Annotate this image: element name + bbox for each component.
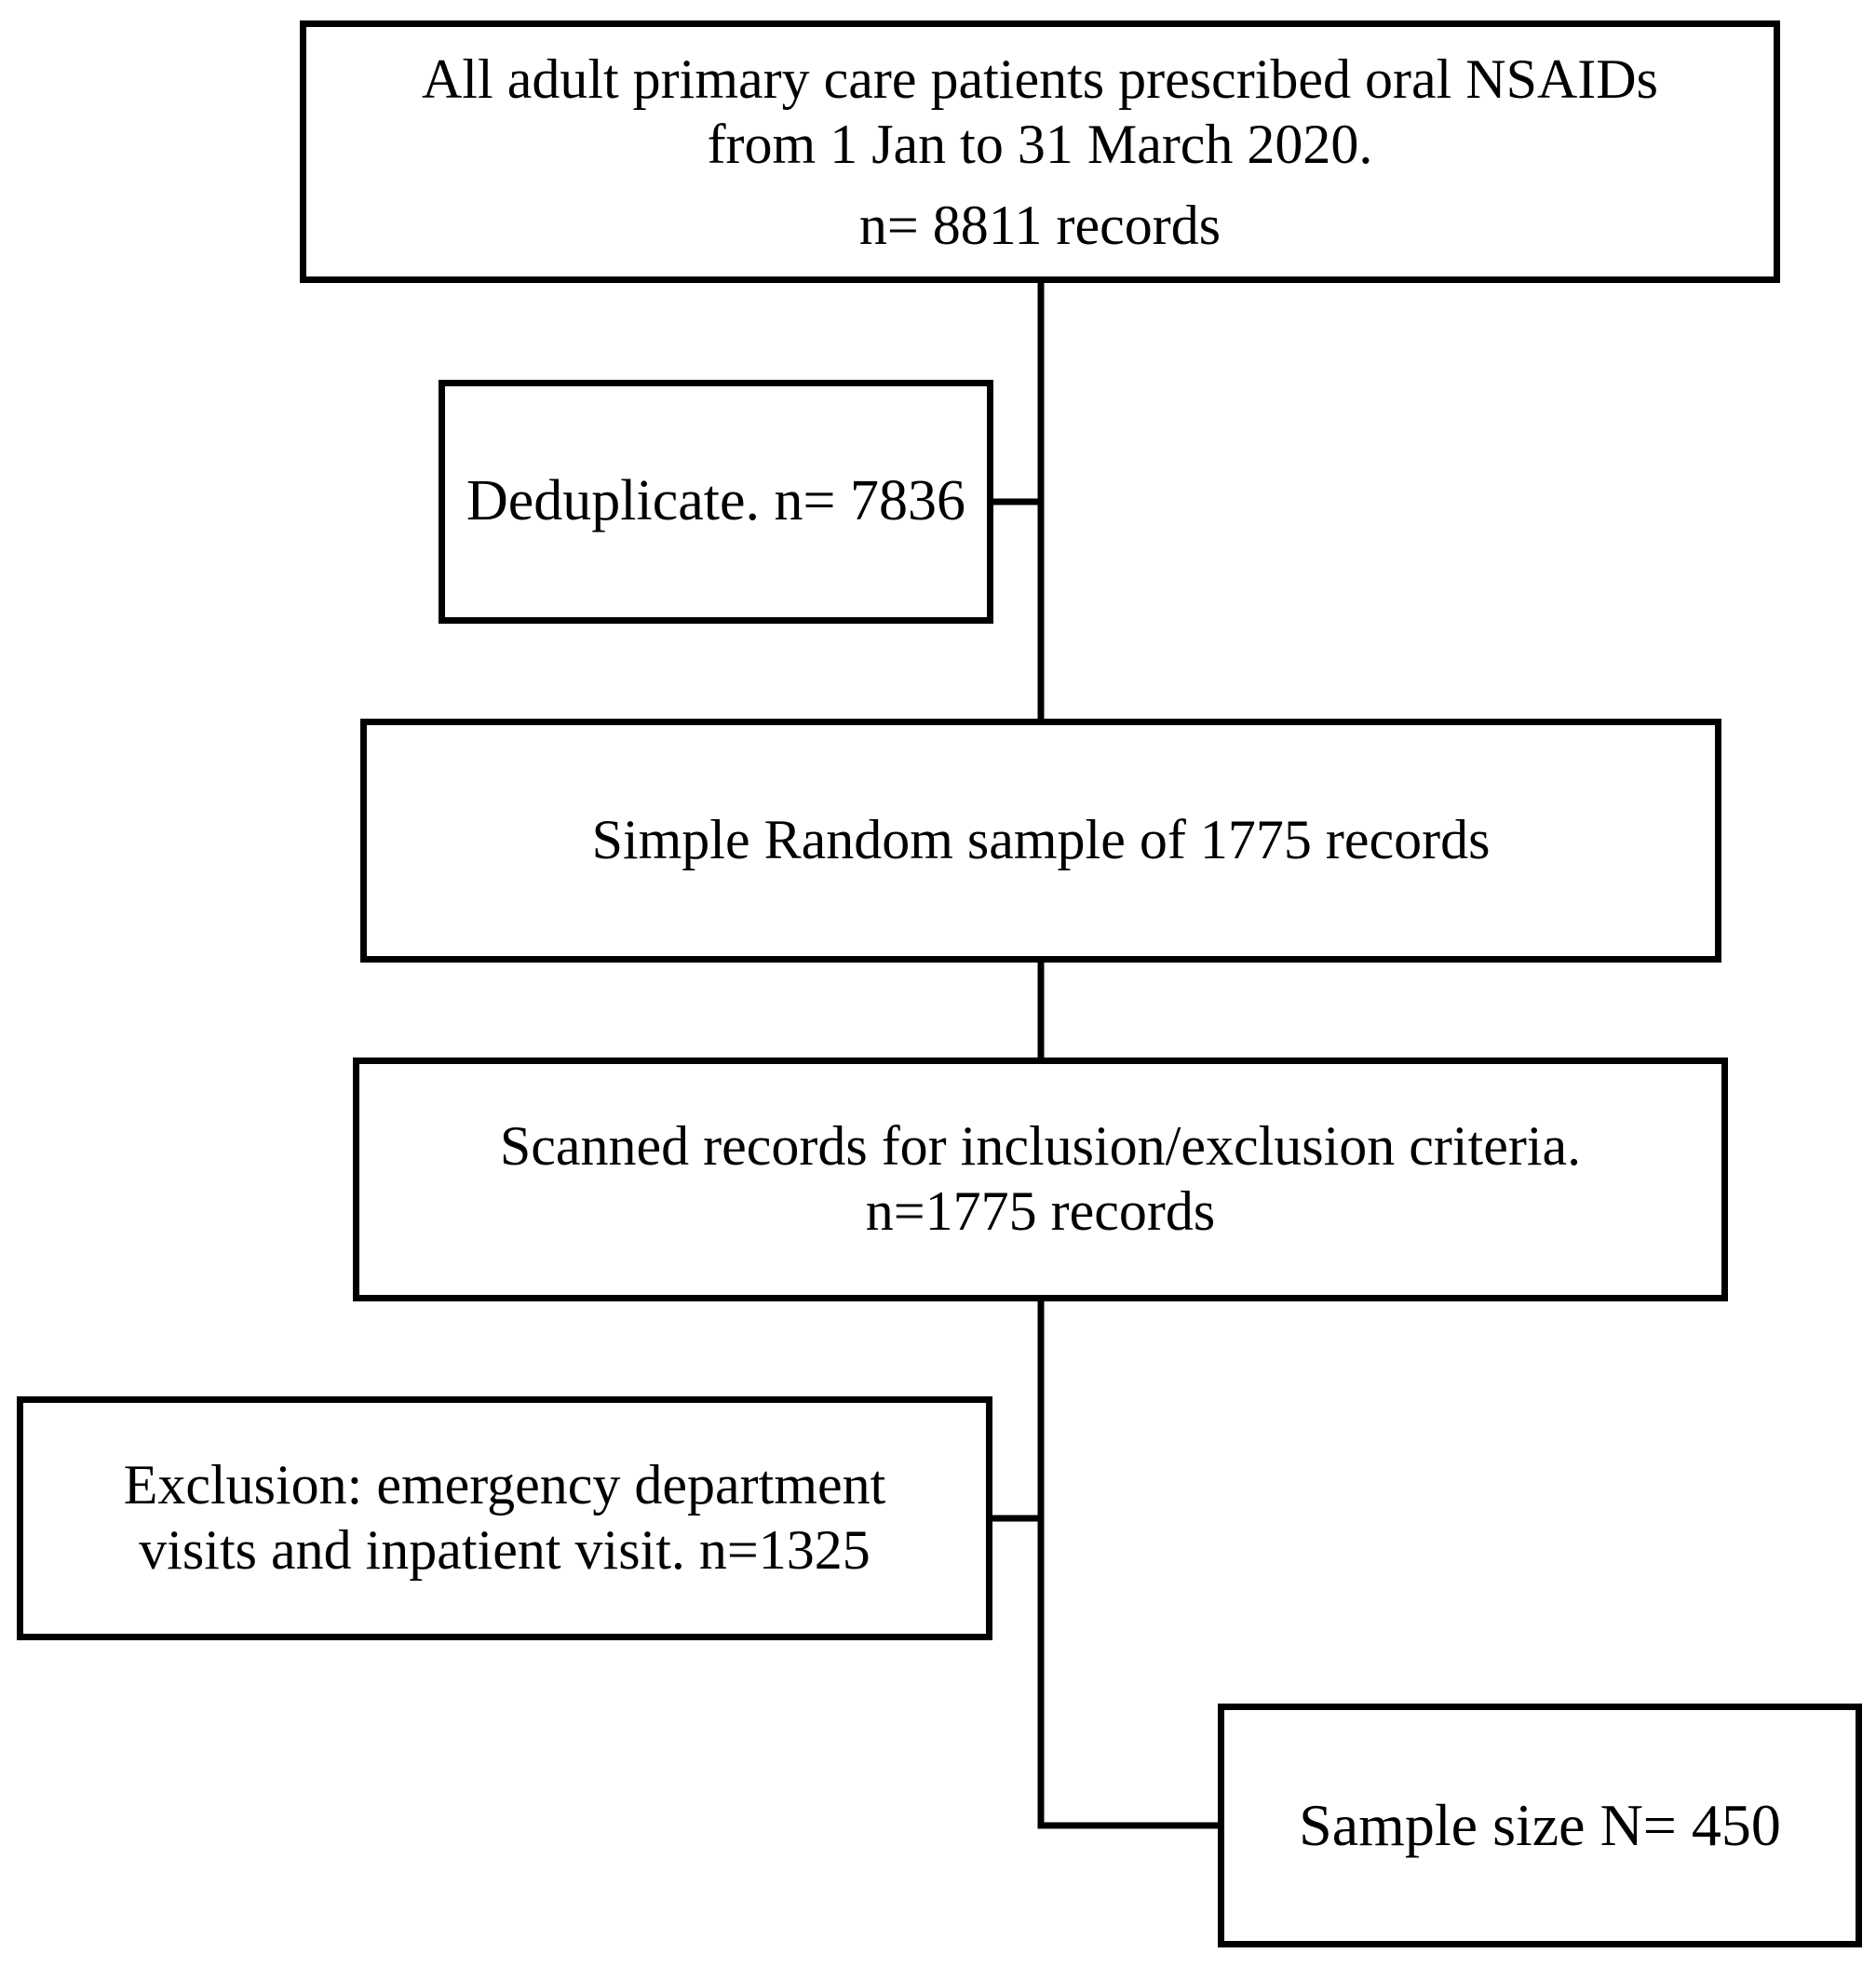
population-box: All adult primary care patients prescrib… bbox=[300, 20, 1780, 283]
population-count: n= 8811 records bbox=[858, 195, 1221, 257]
sample-size-text: Sample size N= 450 bbox=[1299, 1791, 1781, 1858]
random-sample-text: Simple Random sample of 1775 records bbox=[591, 809, 1491, 871]
population-line-2: from 1 Jan to 31 March 2020. bbox=[707, 113, 1373, 175]
connector-scanned-to-sample bbox=[1037, 1298, 1221, 1829]
deduplicate-box: Deduplicate. n= 7836 bbox=[439, 380, 993, 624]
deduplicate-text: Deduplicate. n= 7836 bbox=[466, 469, 965, 533]
scanned-line-1: Scanned records for inclusion/exclusion … bbox=[499, 1115, 1582, 1178]
random-sample-box: Simple Random sample of 1775 records bbox=[360, 719, 1721, 963]
sample-size-box: Sample size N= 450 bbox=[1218, 1704, 1862, 1947]
exclusion-box: Exclusion: emergency department visits a… bbox=[17, 1396, 992, 1640]
exclusion-line-2: visits and inpatient visit. n=1325 bbox=[139, 1519, 871, 1581]
scanned-line-2: n=1775 records bbox=[865, 1180, 1216, 1242]
population-line-1: All adult primary care patients prescrib… bbox=[422, 48, 1658, 110]
exclusion-line-1: Exclusion: emergency department bbox=[123, 1454, 886, 1516]
scanned-records-box: Scanned records for inclusion/exclusion … bbox=[353, 1058, 1728, 1301]
